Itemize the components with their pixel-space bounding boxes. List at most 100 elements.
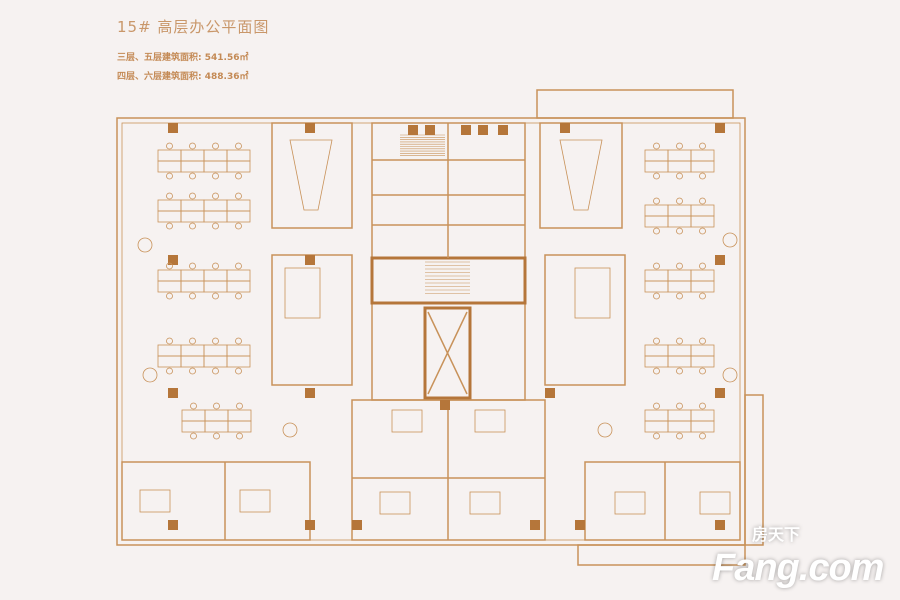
column [305, 255, 315, 265]
desk [226, 355, 251, 368]
column [168, 520, 178, 530]
plant [722, 367, 738, 383]
chair [190, 432, 197, 440]
office-desk [239, 489, 271, 513]
column [575, 520, 585, 530]
desk [180, 269, 205, 282]
desk-group [644, 262, 715, 300]
desk [203, 160, 228, 173]
chair [653, 402, 660, 410]
chair [189, 172, 196, 180]
desk [644, 204, 669, 217]
desk [690, 215, 715, 228]
chair [189, 337, 196, 345]
desk [181, 420, 206, 433]
chair [212, 142, 219, 150]
chair [166, 172, 173, 180]
desk [667, 355, 692, 368]
desk [157, 160, 182, 173]
chair [212, 292, 219, 300]
office-desk [379, 491, 411, 515]
desk [203, 269, 228, 282]
desk [690, 420, 715, 433]
chair [235, 172, 242, 180]
desk [203, 210, 228, 223]
desk [157, 355, 182, 368]
area-line-4-6: 四层、六层建筑面积: 488.36㎡ [117, 72, 249, 82]
chair [212, 367, 219, 375]
desk [644, 149, 669, 162]
chair [212, 262, 219, 270]
chair [166, 367, 173, 375]
column [440, 400, 450, 410]
chair [676, 227, 683, 235]
column [715, 255, 725, 265]
chair [213, 432, 220, 440]
chair [653, 142, 660, 150]
columns [168, 123, 725, 530]
chair [189, 142, 196, 150]
desk-group [644, 142, 715, 180]
office-desk [614, 491, 646, 515]
desk [667, 280, 692, 293]
column [715, 388, 725, 398]
desk [226, 210, 251, 223]
plant [597, 422, 613, 438]
desk [690, 269, 715, 282]
desk [180, 344, 205, 357]
conference-table [289, 139, 333, 211]
chair [653, 292, 660, 300]
desk [644, 215, 669, 228]
desk [690, 355, 715, 368]
desk [157, 210, 182, 223]
column [168, 255, 178, 265]
area-line-3-5: 三层、五层建筑面积: 541.56㎡ [117, 53, 249, 63]
plant [722, 232, 738, 248]
desk [157, 344, 182, 357]
desk [226, 160, 251, 173]
column [530, 520, 540, 530]
watermark-en: Fang.com [712, 547, 884, 589]
chair [166, 222, 173, 230]
desk [690, 160, 715, 173]
chair [235, 142, 242, 150]
chair [166, 142, 173, 150]
chair [676, 367, 683, 375]
chair [235, 292, 242, 300]
plant [142, 367, 158, 383]
column [498, 125, 508, 135]
chair [699, 432, 706, 440]
column [545, 388, 555, 398]
desk [690, 204, 715, 217]
conference-table [559, 139, 603, 211]
watermark-cn: 房天下 [752, 527, 801, 544]
chair [235, 192, 242, 200]
desk [180, 149, 205, 162]
desk [203, 355, 228, 368]
desk [644, 420, 669, 433]
desk [203, 344, 228, 357]
desk [226, 269, 251, 282]
desk [203, 280, 228, 293]
desk [204, 409, 229, 422]
chair [676, 142, 683, 150]
desk [644, 409, 669, 422]
desk-groups [137, 139, 738, 515]
chair [212, 222, 219, 230]
chair [213, 402, 220, 410]
chair [212, 192, 219, 200]
desk [644, 344, 669, 357]
chair [699, 142, 706, 150]
chair [676, 337, 683, 345]
column [305, 520, 315, 530]
desk-group [644, 337, 715, 375]
chair [699, 337, 706, 345]
chair [653, 367, 660, 375]
desk [203, 199, 228, 212]
desk [644, 160, 669, 173]
chair [653, 432, 660, 440]
meeting-table [574, 267, 611, 319]
column [305, 388, 315, 398]
desk [157, 199, 182, 212]
